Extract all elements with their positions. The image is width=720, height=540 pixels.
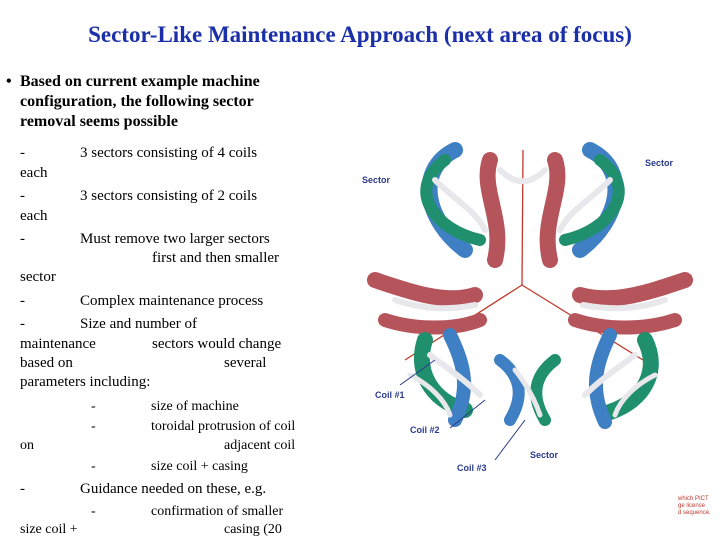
dash-3: -: [20, 231, 25, 247]
stamp-line-3: d sequence.: [678, 510, 711, 516]
label-sector-bottom: Sector: [530, 450, 559, 460]
item-remove-1: Must remove two larger sectors: [80, 231, 270, 247]
sub-size-machine: size of machine: [151, 399, 239, 414]
label-sector-left: Sector: [362, 175, 391, 185]
item-complex: Complex maintenance process: [80, 293, 264, 309]
item-remove-2: first and then smaller: [152, 250, 280, 266]
coil-group-left: [367, 272, 487, 427]
sub-dash-2: -: [91, 419, 96, 434]
coil-group-top: [420, 142, 625, 268]
main-bullet: • Based on current example machine confi…: [6, 72, 346, 132]
coil-group-right: [494, 272, 693, 429]
item-sectors-change: sectors would change: [152, 336, 282, 352]
sub-on: on: [20, 438, 34, 453]
bullet-line-1: Based on current example machine: [20, 73, 260, 90]
sub-size-coil: size coil +: [20, 522, 78, 537]
dash-4: -: [20, 293, 25, 309]
sub-toroidal: toroidal protrusion of coil: [151, 419, 296, 434]
dash-2: -: [20, 188, 25, 204]
item-size-number: Size and number of: [80, 316, 198, 332]
item-remove-3: sector: [20, 269, 56, 285]
dash-6: -: [20, 481, 25, 497]
item-each-1: each: [20, 165, 48, 181]
bullet-line-3: removal seems possible: [20, 113, 178, 130]
sub-dash-1: -: [91, 399, 96, 414]
item-each-2: each: [20, 208, 48, 224]
coil-pointer-lines: [399, 359, 526, 461]
bullet-line-2: configuration, the following sector: [20, 93, 254, 110]
sub-size-coil-casing: size coil + casing: [151, 459, 248, 474]
sub-dash-3: -: [91, 459, 96, 474]
dash-5: -: [20, 316, 25, 332]
bullet-icon: •: [6, 73, 12, 90]
label-coil-2: Coil #2: [410, 425, 440, 435]
item-based-on: based on: [20, 355, 73, 371]
item-several: several: [224, 355, 267, 371]
coil-sector-figure: Sector Sector Sector Coil #1 Coil #2 Coi…: [355, 130, 720, 480]
item-maintenance: maintenance: [20, 336, 96, 352]
image-stamp-text: which PICT ge license d sequence.: [678, 496, 711, 517]
stamp-line-2: ge license: [678, 503, 706, 509]
item-sectors-2-coils: 3 sectors consisting of 2 coils: [80, 188, 258, 204]
dash-1: -: [20, 145, 25, 161]
coil-sector-svg: Sector Sector Sector Coil #1 Coil #2 Coi…: [362, 142, 693, 473]
sub-dash-4: -: [91, 504, 96, 519]
sub-adjacent: adjacent coil: [224, 438, 296, 453]
sub-casing20: casing (20: [224, 522, 282, 537]
label-sector-right: Sector: [645, 158, 674, 168]
item-sectors-4-coils: 3 sectors consisting of 4 coils: [80, 145, 258, 161]
label-coil-1: Coil #1: [375, 390, 405, 400]
stamp-line-1: which PICT: [678, 496, 709, 502]
slide-title: Sector-Like Maintenance Approach (next a…: [88, 22, 632, 47]
item-guidance: Guidance needed on these, e.g.: [80, 481, 267, 497]
label-coil-3: Coil #3: [457, 463, 487, 473]
sub-confirm: confirmation of smaller: [151, 504, 284, 519]
item-parameters: parameters including:: [20, 374, 151, 390]
